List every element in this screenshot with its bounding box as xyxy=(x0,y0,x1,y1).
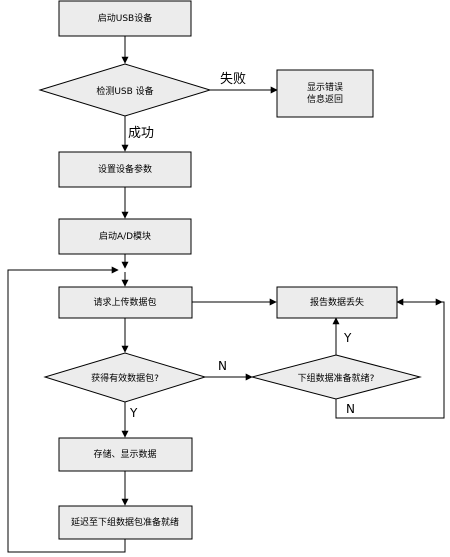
node-set-params: 设置设备参数 xyxy=(58,151,192,188)
node-start-ad: 启动A/D模块 xyxy=(58,218,192,255)
node-store-display: 存储、显示数据 xyxy=(58,437,193,472)
node-delay-next: 延迟至下组数据包准备就绪 xyxy=(58,505,193,540)
node-next-ready-label: 下组数据准备就绪? xyxy=(298,372,375,384)
node-start-ad-label: 启动A/D模块 xyxy=(99,230,151,242)
node-next-ready: 下组数据准备就绪? xyxy=(250,354,422,400)
edge-label-no-2: N xyxy=(346,402,355,416)
node-store-display-label: 存储、显示数据 xyxy=(93,448,156,460)
node-detect-usb: 检测USB 设备 xyxy=(38,63,212,117)
edge-label-no-1: N xyxy=(218,359,227,373)
edge-delay-loop-back xyxy=(7,266,126,553)
node-set-params-label: 设置设备参数 xyxy=(98,163,152,175)
edge-label-yes-1: Y xyxy=(129,406,138,420)
connectors xyxy=(7,36,445,553)
edge-label-success: 成功 xyxy=(128,126,154,141)
node-got-valid-packet: 获得有效数据包? xyxy=(43,352,207,403)
node-show-error-label-1: 显示错误 xyxy=(307,81,343,93)
node-request-upload: 请求上传数据包 xyxy=(58,286,193,319)
node-start-usb-label: 启动USB设备 xyxy=(98,12,152,24)
node-start-usb: 启动USB设备 xyxy=(58,0,192,37)
node-detect-usb-label: 检测USB 设备 xyxy=(96,85,153,97)
node-show-error: 显示错误 信息返回 xyxy=(276,69,374,118)
edge-label-fail: 失败 xyxy=(220,72,246,87)
node-show-error-label-2: 信息返回 xyxy=(307,93,343,105)
node-report-loss-label: 报告数据丢失 xyxy=(310,296,364,308)
edge-label-yes-2: Y xyxy=(343,331,352,345)
node-delay-next-label: 延迟至下组数据包准备就绪 xyxy=(71,516,179,528)
node-request-upload-label: 请求上传数据包 xyxy=(93,296,156,308)
node-got-valid-packet-label: 获得有效数据包? xyxy=(91,372,159,384)
node-report-loss: 报告数据丢失 xyxy=(276,286,398,319)
